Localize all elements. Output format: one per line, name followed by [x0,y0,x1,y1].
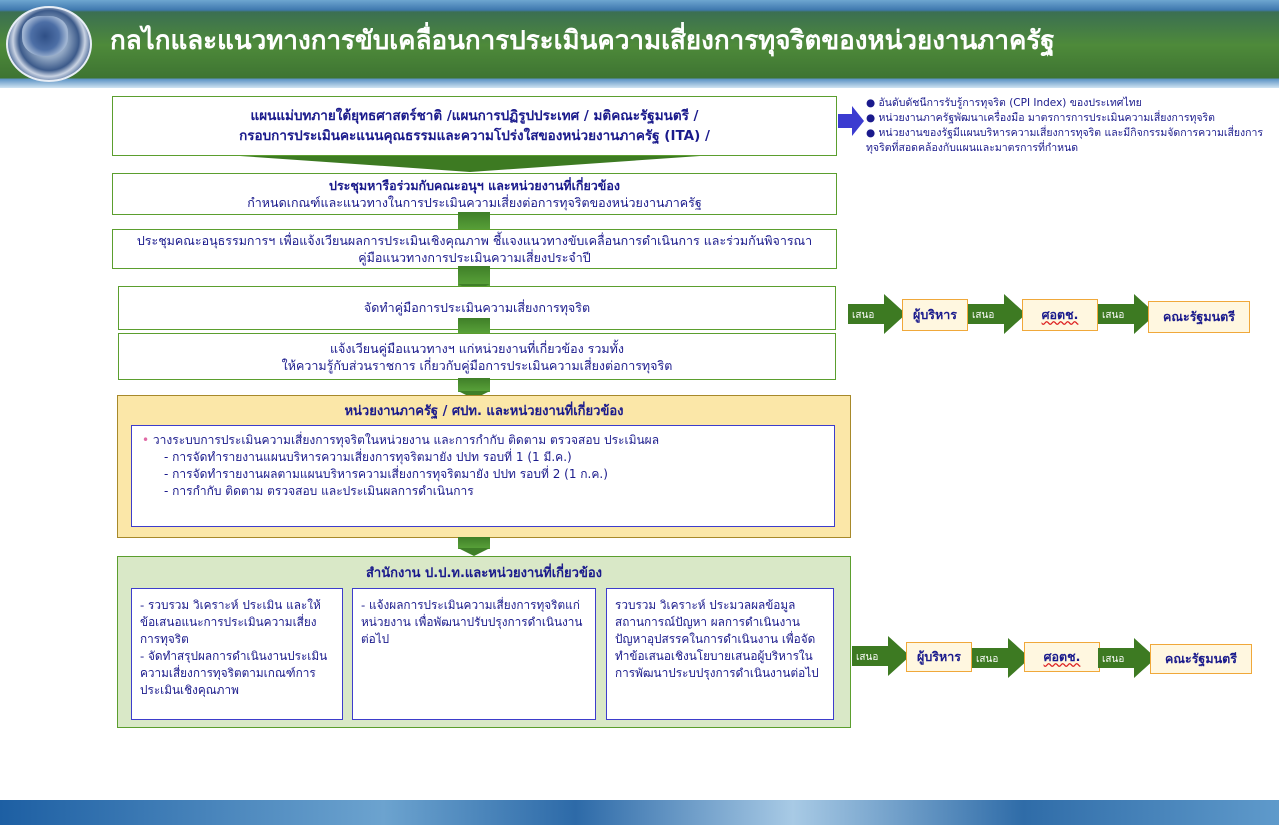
agency-task-main: วางระบบการประเมินความเสี่ยงการทุจริตในหน… [152,433,660,447]
propose-label: เสนอ [1102,310,1124,321]
agency-task-1: - การจัดทำรายงานแผนบริหารความเสี่ยงการทุ… [164,450,572,464]
nacc-section-title: สำนักงาน ป.ป.ท.และหน่วยงานที่เกี่ยวข้อง [365,566,603,581]
propose-label: เสนอ [976,654,998,665]
blue-arrow-icon [838,106,864,136]
step5-line-1: แจ้งเวียนคู่มือแนวทางฯ แก่หน่วยงานที่เกี… [329,340,625,356]
step3-line-1: ประชุมคณะอนุธรรมการฯ เพื่อแจ้งเวียนผลการ… [136,233,813,248]
step4-text: จัดทำคู่มือการประเมินความเสี่ยงการทุจริต [363,300,591,315]
step-committee-meeting: ประชุมคณะอนุธรรมการฯ เพื่อแจ้งเวียนผลการ… [112,229,837,269]
step-distribute-manual: แจ้งเวียนคู่มือแนวทางฯ แก่หน่วยงานที่เกี… [118,333,836,380]
down-arrow-icon [458,548,490,556]
step-meeting-subcommittee: ประชุมหารือร่วมกับคณะอนุฯ และหน่วยงานที่… [112,173,837,215]
step2-detail: กำหนดเกณฑ์และแนวทางในการประเมินความเสี่ย… [247,195,702,210]
page-title: กลไกและแนวทางการขับเคลื่อนการประเมินความ… [110,26,1055,56]
down-connector [458,378,490,392]
target-cabinet: คณะรัฐมนตรี [1148,301,1250,333]
context-notes: ● อันดับดัชนีการรับรู้การทุจริต (CPI Ind… [866,96,1271,166]
agency-tasks: • วางระบบการประเมินความเสี่ยงการทุจริตใน… [131,425,835,527]
target-acc-center: ศอตช. [1022,299,1098,331]
propose-arrow-3: เสนอ [1098,294,1156,334]
propose-label: เสนอ [856,652,878,663]
down-connector [458,537,490,549]
propose-label: เสนอ [972,310,994,321]
bullet-icon: • [142,433,150,447]
propose-label: เสนอ [852,310,874,321]
propose-arrow-4: เสนอ [852,636,910,676]
policy-line-1: แผนแม่บทภายใต้ยุทธศาสตร์ชาติ /แผนการปฏิร… [250,108,699,124]
nacc-task-analyze: - รวบรวม วิเคราะห์ ประเมิน และให้ข้อเสนอ… [131,588,343,720]
target-executives: ผู้บริหาร [902,299,968,331]
propose-arrow-1: เสนอ [848,294,906,334]
target-acc-center-label: ศอตช. [1043,649,1081,664]
propose-arrow-5: เสนอ [972,638,1030,678]
agency-section-title: หน่วยงานภาครัฐ / ศปท. และหน่วยงานที่เกี่… [344,404,624,419]
note-cpi: ● อันดับดัชนีการรับรู้การทุจริต (CPI Ind… [866,97,1142,109]
nacc-task-notify: - แจ้งผลการประเมินความเสี่ยงการทุจริตแก่… [352,588,596,720]
target-acc-center: ศอตช. [1024,642,1100,672]
note-plan: ● หน่วยงานของรัฐมีแผนบริหารความเสี่ยงการ… [866,127,1264,154]
agency-task-2: - การจัดทำรายงานผลตามแผนบริหารความเสี่ยง… [164,467,608,481]
target-cabinet: คณะรัฐมนตรี [1150,644,1252,674]
propose-label: เสนอ [1102,654,1124,665]
propose-arrow-2: เสนอ [968,294,1026,334]
policy-line-2: กรอบการประเมินคะแนนคุณธรรมและความโปร่งใส… [239,128,710,144]
target-acc-center-label: ศอตช. [1041,307,1079,322]
step3-line-2: คู่มือแนวทางการประเมินความเสี่ยงประจำปี [358,250,591,265]
target-executives: ผู้บริหาร [906,642,972,672]
policy-framework-box: แผนแม่บทภายใต้ยุทธศาสตร์ชาติ /แผนการปฏิร… [112,96,837,156]
funnel-arrow-icon [240,156,700,172]
step2-heading: ประชุมหารือร่วมกับคณะอนุฯ และหน่วยงานที่… [329,178,620,193]
footer-banner [0,800,1279,825]
note-tools: ● หน่วยงานภาครัฐพัฒนาเครื่องมือ มาตรการก… [866,112,1215,124]
down-connector [458,318,490,334]
down-connector [458,212,490,232]
propose-arrow-6: เสนอ [1098,638,1156,678]
agency-task-3: - การกำกับ ติดตาม ตรวจสอบ และประเมินผลกา… [164,484,474,498]
step5-line-2: ให้ความรู้กับส่วนราชการ เกี่ยวกับคู่มือก… [281,357,673,373]
nacc-task-policy: รวบรวม วิเคราะห์ ประมวลผลข้อมูลสถานการณ์… [606,588,834,720]
down-connector [458,266,490,286]
seal-emblem [22,16,68,56]
header-banner [0,0,1279,88]
